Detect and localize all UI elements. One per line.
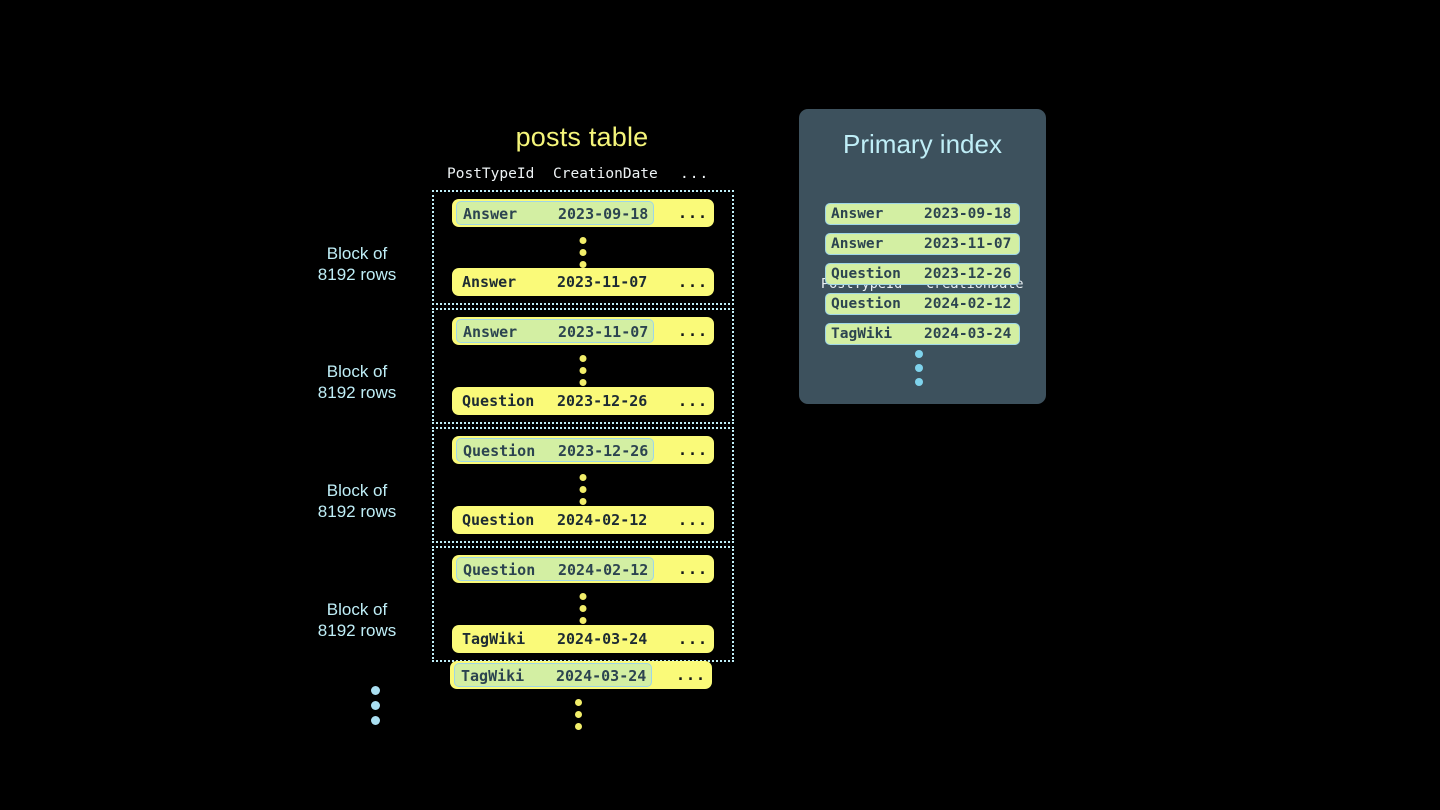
row-ellipsis-icon: [579, 474, 587, 505]
cell-creationdate: 2023-12-26: [558, 442, 649, 460]
table-row: Answer 2023-09-18 ...: [452, 199, 714, 227]
cell-posttypeid: TagWiki: [462, 630, 526, 648]
table-row: Question 2023-12-26 ...: [452, 436, 714, 464]
row-highlight-box: Answer 2023-09-18: [456, 201, 654, 225]
table-block: Block of 8192 rows Answer 2023-09-18 ...…: [318, 190, 734, 305]
cell-creationdate: 2024-02-12: [557, 511, 648, 529]
cell-creationdate: 2023-11-07: [558, 323, 649, 341]
column-header-more: ...: [680, 166, 710, 182]
row-plain-box: Answer 2023-11-07: [456, 270, 654, 294]
table-row: TagWiki 2024-03-24 ...: [452, 625, 714, 653]
cell-more: ...: [678, 511, 709, 529]
row-plain-box: Question 2024-02-12: [456, 508, 654, 532]
cell-more: ...: [678, 560, 709, 578]
cell-posttypeid: Answer: [463, 323, 518, 341]
cell-posttypeid: Question: [463, 442, 536, 460]
cell-more: ...: [678, 441, 709, 459]
cell-posttypeid: Answer: [831, 236, 884, 252]
index-row: Answer 2023-09-18: [825, 203, 1020, 225]
table-row: Question 2023-12-26 ...: [452, 387, 714, 415]
cell-more: ...: [678, 630, 709, 648]
posts-table-column-headers: PostTypeId CreationDate ...: [447, 166, 719, 186]
posts-table-title: posts table: [515, 122, 649, 152]
cell-creationdate: 2023-11-07: [557, 273, 648, 291]
block-label: Block of 8192 rows: [317, 481, 397, 521]
table-row: Question 2024-02-12 ...: [452, 555, 714, 583]
posts-table-blocks: Block of 8192 rows Answer 2023-09-18 ...…: [318, 190, 734, 665]
block-label: Block of 8192 rows: [317, 244, 397, 284]
table-row: Answer 2023-11-07 ...: [452, 317, 714, 345]
column-header-posttypeid: PostTypeId: [447, 166, 535, 182]
cell-posttypeid: Question: [462, 511, 535, 529]
table-row-trailing: TagWiki 2024-03-24 ...: [450, 661, 712, 689]
cell-posttypeid: Answer: [462, 273, 517, 291]
row-ellipsis-icon: [579, 593, 587, 624]
cell-creationdate: 2023-09-18: [924, 206, 1012, 222]
table-block: Block of 8192 rows Answer 2023-11-07 ...…: [318, 308, 734, 424]
row-highlight-box: Question 2023-12-26: [456, 438, 654, 462]
table-block: Block of 8192 rows Question 2023-12-26 .…: [318, 427, 734, 543]
primary-index-ellipsis-icon: [915, 350, 923, 386]
cell-more: ...: [678, 322, 709, 340]
index-row: Question 2023-12-26: [825, 263, 1020, 285]
row-highlight-box: TagWiki 2024-03-24: [454, 663, 652, 687]
cell-creationdate: 2023-12-26: [924, 266, 1012, 282]
cell-creationdate: 2023-11-07: [924, 236, 1012, 252]
row-highlight-box: Answer 2023-11-07: [456, 319, 654, 343]
index-row: TagWiki 2024-03-24: [825, 323, 1020, 345]
table-row: Answer 2023-11-07 ...: [452, 268, 714, 296]
table-row: Question 2024-02-12 ...: [452, 506, 714, 534]
block-label: Block of 8192 rows: [317, 362, 397, 402]
row-ellipsis-icon: [579, 237, 587, 268]
index-row: Question 2024-02-12: [825, 293, 1020, 315]
cell-posttypeid: Question: [831, 266, 901, 282]
table-block: Block of 8192 rows Question 2024-02-12 .…: [318, 546, 734, 662]
cell-creationdate: 2024-02-12: [558, 561, 649, 579]
cell-creationdate: 2024-03-24: [556, 667, 647, 685]
row-plain-box: TagWiki 2024-03-24: [456, 627, 654, 651]
cell-posttypeid: TagWiki: [831, 326, 893, 342]
primary-index-title: Primary index: [843, 129, 1002, 159]
cell-more: ...: [678, 392, 709, 410]
primary-index-rows: Answer 2023-09-18 Answer 2023-11-07 Ques…: [825, 203, 1020, 353]
blocks-continue-ellipsis-icon: [371, 686, 380, 725]
cell-more: ...: [678, 204, 709, 222]
row-plain-box: Question 2023-12-26: [456, 389, 654, 413]
cell-more: ...: [678, 273, 709, 291]
cell-posttypeid: TagWiki: [461, 667, 525, 685]
cell-creationdate: 2024-03-24: [557, 630, 648, 648]
cell-posttypeid: Question: [831, 296, 901, 312]
cell-creationdate: 2023-09-18: [558, 205, 649, 223]
cell-more: ...: [676, 666, 707, 684]
cell-creationdate: 2023-12-26: [557, 392, 648, 410]
row-highlight-box: Question 2024-02-12: [456, 557, 654, 581]
cell-creationdate: 2024-02-12: [924, 296, 1012, 312]
index-row: Answer 2023-11-07: [825, 233, 1020, 255]
column-header-creationdate: CreationDate: [553, 166, 658, 182]
cell-posttypeid: Answer: [831, 206, 884, 222]
block-label: Block of 8192 rows: [317, 600, 397, 640]
cell-posttypeid: Question: [462, 392, 535, 410]
cell-creationdate: 2024-03-24: [924, 326, 1012, 342]
row-ellipsis-icon: [579, 355, 587, 386]
table-continues-ellipsis-icon: [575, 699, 582, 730]
cell-posttypeid: Question: [463, 561, 536, 579]
cell-posttypeid: Answer: [463, 205, 518, 223]
